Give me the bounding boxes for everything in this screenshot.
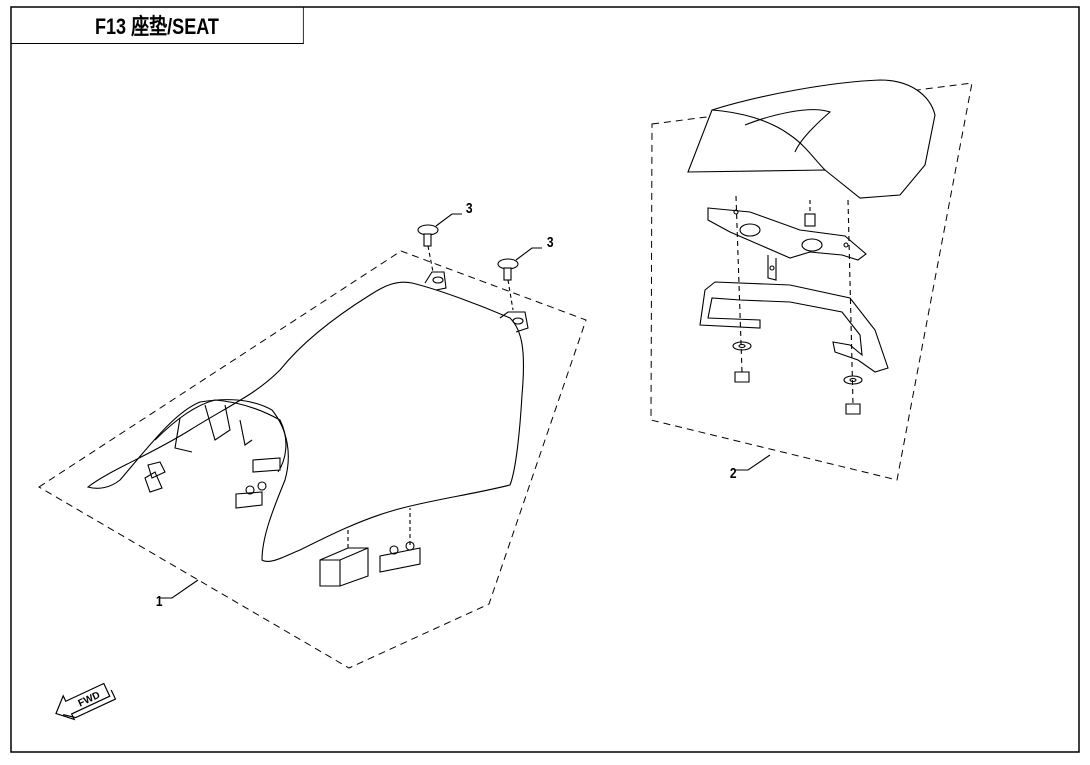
rear-hook-right <box>499 311 529 333</box>
main-seat-assembly <box>38 213 587 669</box>
fwd-arrow-icon: FWD <box>55 682 117 721</box>
main-seat-cushion <box>86 281 524 562</box>
callout-part-3b: 3 <box>546 234 554 251</box>
leader-2 <box>734 454 771 471</box>
leader-3b <box>515 247 542 261</box>
grab-handle <box>699 281 889 373</box>
bolt-3b <box>497 258 519 311</box>
bolt-3a <box>417 224 439 273</box>
pillion-seat-assembly <box>650 79 973 481</box>
pillion-seat-boundary <box>650 82 973 481</box>
damper-block-3 <box>379 547 421 573</box>
leader-1 <box>160 579 199 599</box>
main-seat-boundary <box>38 250 587 669</box>
pillion-seat-cushion <box>687 79 936 199</box>
damper-block-2 <box>319 547 369 587</box>
washer-nut-left <box>732 341 752 383</box>
title-text: F13 座垫/SEAT <box>94 14 219 39</box>
callout-part-2: 2 <box>729 465 737 482</box>
leader-3a <box>435 213 462 227</box>
diagram-title: F13 座垫/SEAT <box>11 7 304 44</box>
callout-part-3a: 3 <box>465 200 473 217</box>
sheet-frame <box>10 6 1080 753</box>
rear-hook-left <box>424 271 447 291</box>
callout-part-1: 1 <box>155 593 163 610</box>
washer-nut-right <box>843 375 863 415</box>
main-seat-underside <box>154 399 287 473</box>
pillion-bracket <box>707 207 867 261</box>
